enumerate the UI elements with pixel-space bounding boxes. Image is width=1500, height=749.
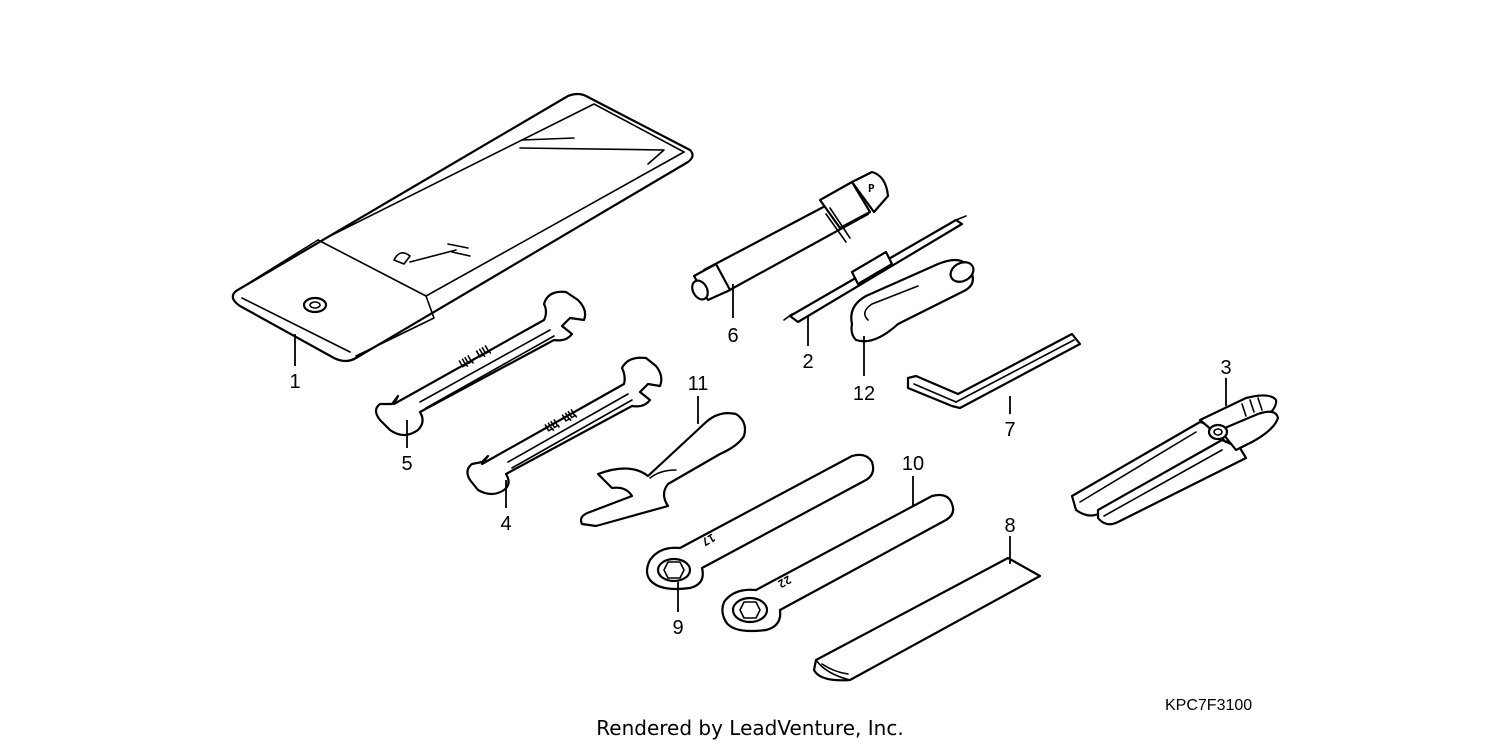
callout-3: 3 [1220,357,1231,379]
box-wrench-22[interactable]: 22 [721,493,955,633]
callout-12: 12 [853,383,875,405]
callout-9: 9 [672,617,683,639]
callout-8: 8 [1004,515,1015,537]
callout-10: 10 [902,453,924,475]
callout-labels: 1 2 3 4 5 6 7 8 9 10 11 12 [289,325,1231,639]
extension-bar[interactable]: P [689,170,890,302]
callout-7: 7 [1004,419,1015,441]
hex-key[interactable] [906,332,1082,410]
callout-1: 1 [289,371,300,393]
callout-6: 6 [727,325,738,347]
grip-sleeve[interactable] [812,556,1042,682]
leader-lines [294,284,1227,612]
tool-pouch[interactable] [231,92,694,363]
callout-5: 5 [401,453,412,475]
callout-2: 2 [802,351,813,373]
diagram-code: KPC7F3100 [1165,697,1253,714]
screwdriver-handle[interactable] [850,258,977,343]
box-wrench-17-size: 17 [699,530,717,548]
box-wrench-17[interactable]: 17 [645,453,875,591]
callout-11: 11 [688,373,709,395]
open-end-wrench-small[interactable]: ЦЦ ЦЦ [466,356,663,496]
footer-credit: Rendered by LeadVenture, Inc. [596,716,904,740]
pin-spanner[interactable] [783,215,967,324]
extension-marking: P [868,182,875,195]
hook-spanner[interactable] [579,412,747,528]
pliers[interactable] [1070,394,1280,526]
callout-4: 4 [500,513,511,535]
box-wrench-22-size: 22 [775,572,793,590]
